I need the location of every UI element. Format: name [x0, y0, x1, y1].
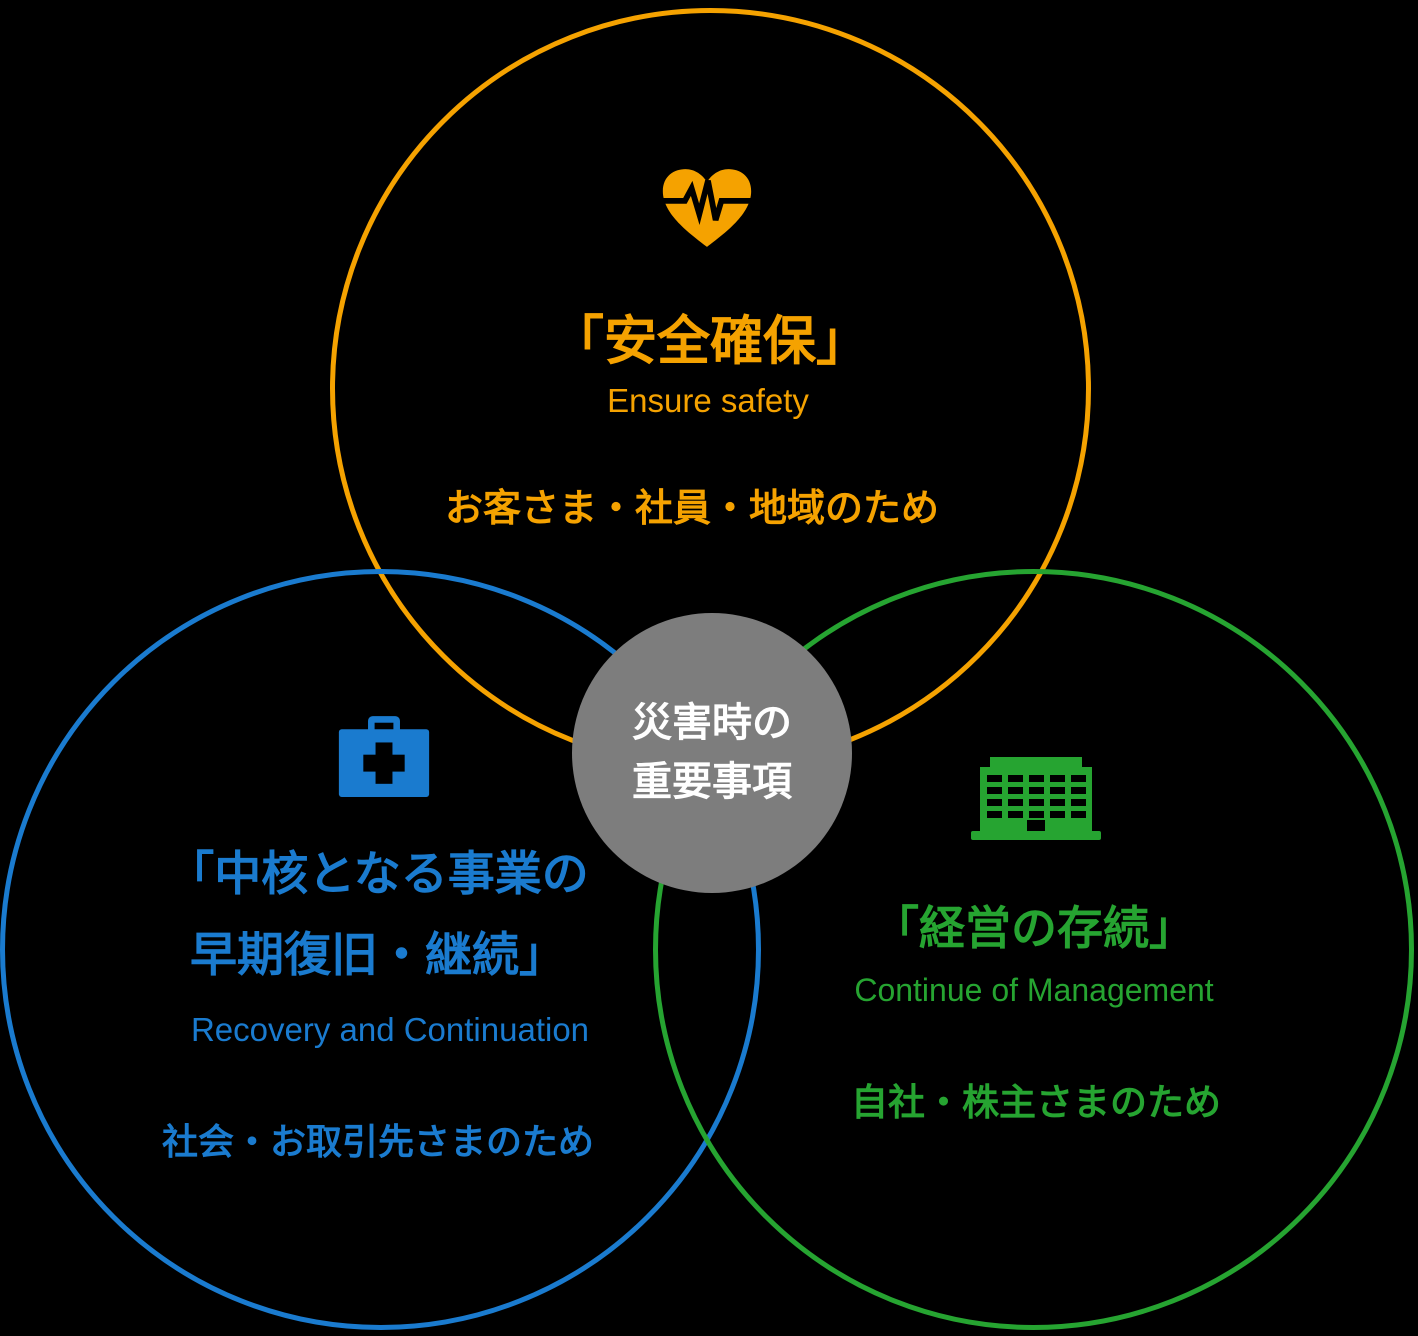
management-title: 「経営の存続」: [873, 902, 1195, 954]
safety-audience: お客さま・社員・地域のため: [444, 488, 940, 530]
office-building-icon: [971, 757, 1101, 840]
recovery-subtitle: Recovery and Continuation: [190, 1011, 590, 1048]
management-audience: 自社・株主さまのため: [851, 1082, 1221, 1123]
center-badge-line1: 災害時の: [632, 701, 792, 745]
management-circle-outline: [653, 569, 1414, 1330]
management-subtitle: Continue of Management: [854, 972, 1214, 1008]
first-aid-kit-icon: [338, 716, 430, 797]
recovery-title-line2: 早期復旧・継続」: [190, 928, 566, 981]
recovery-title-line1: 「中核となる事業の: [167, 847, 589, 900]
safety-title: 「安全確保」: [551, 312, 869, 371]
recovery-title: 「中核となる事業の 早期復旧・継続」: [167, 833, 589, 995]
heartbeat-heart-icon: [659, 169, 755, 247]
safety-subtitle: Ensure safety: [607, 382, 809, 419]
recovery-audience: 社会・お取引先さまのため: [161, 1121, 595, 1162]
center-badge-line2: 重要事項: [632, 760, 792, 804]
center-key-matters-badge: 災害時の 重要事項: [572, 613, 852, 893]
